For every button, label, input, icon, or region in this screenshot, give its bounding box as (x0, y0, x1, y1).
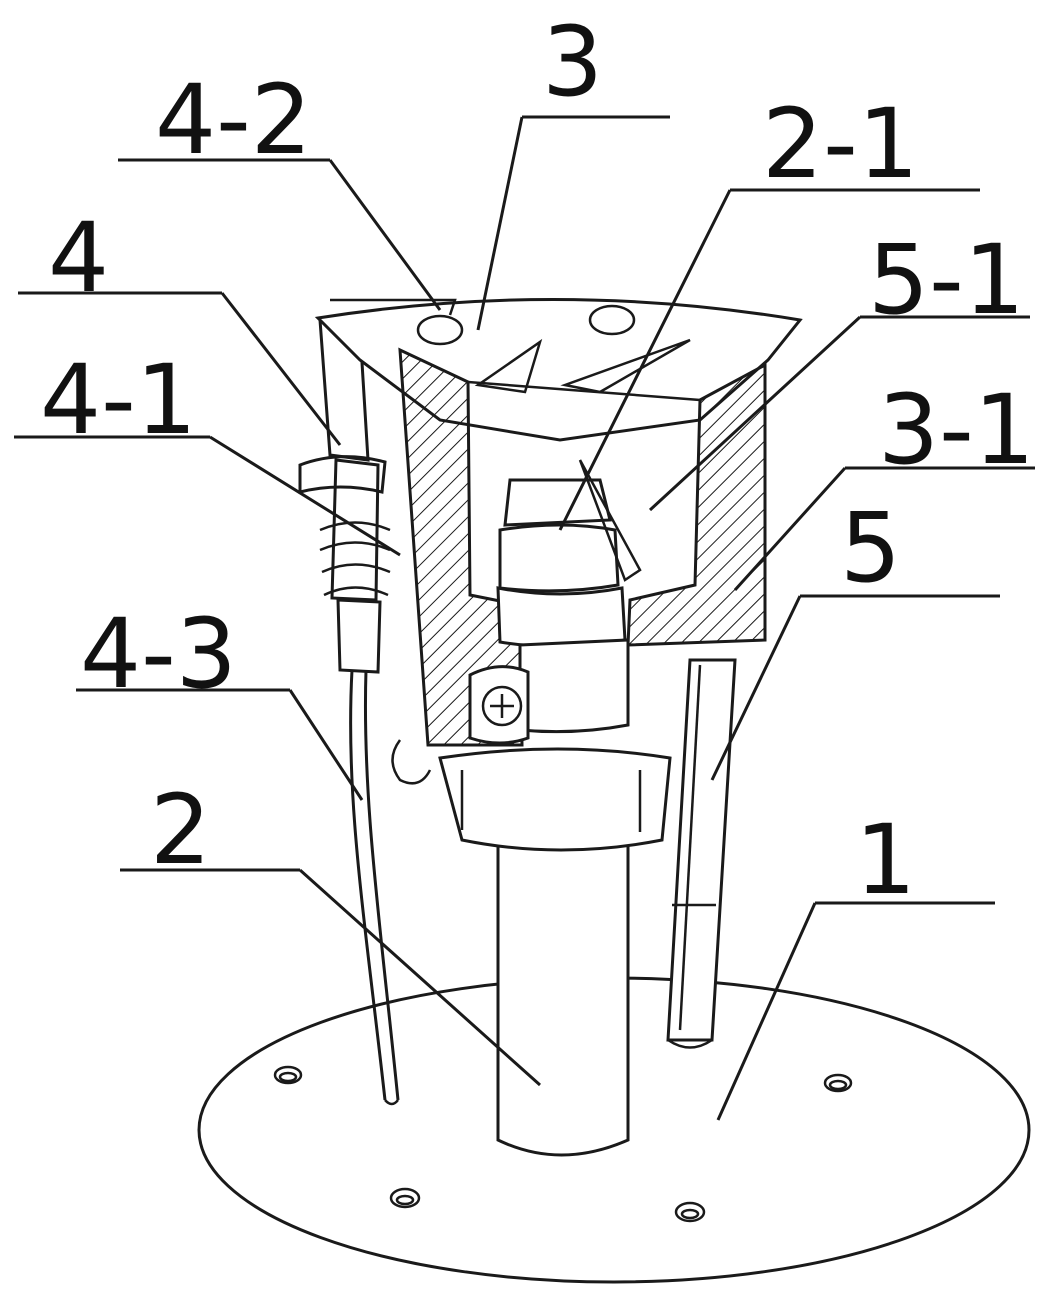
label-2-1: 2-1 (762, 88, 919, 200)
collar-ring (391, 739, 672, 852)
label-1: 1 (855, 804, 917, 916)
label-3: 3 (542, 6, 604, 118)
support-column (496, 838, 630, 1157)
support-rod (666, 658, 737, 1049)
label-4-2: 4-2 (155, 64, 312, 176)
label-3-1: 3-1 (878, 374, 1035, 486)
cable (349, 669, 400, 1106)
label-5: 5 (840, 492, 902, 604)
clamp-screw (468, 665, 530, 745)
inner-rotor (496, 459, 642, 734)
label-4-3: 4-3 (80, 598, 237, 710)
label-4-1: 4-1 (40, 344, 197, 456)
label-5-1: 5-1 (868, 224, 1025, 336)
label-2: 2 (150, 774, 212, 886)
leader-lines (14, 115, 1035, 1121)
label-4: 4 (48, 202, 110, 314)
